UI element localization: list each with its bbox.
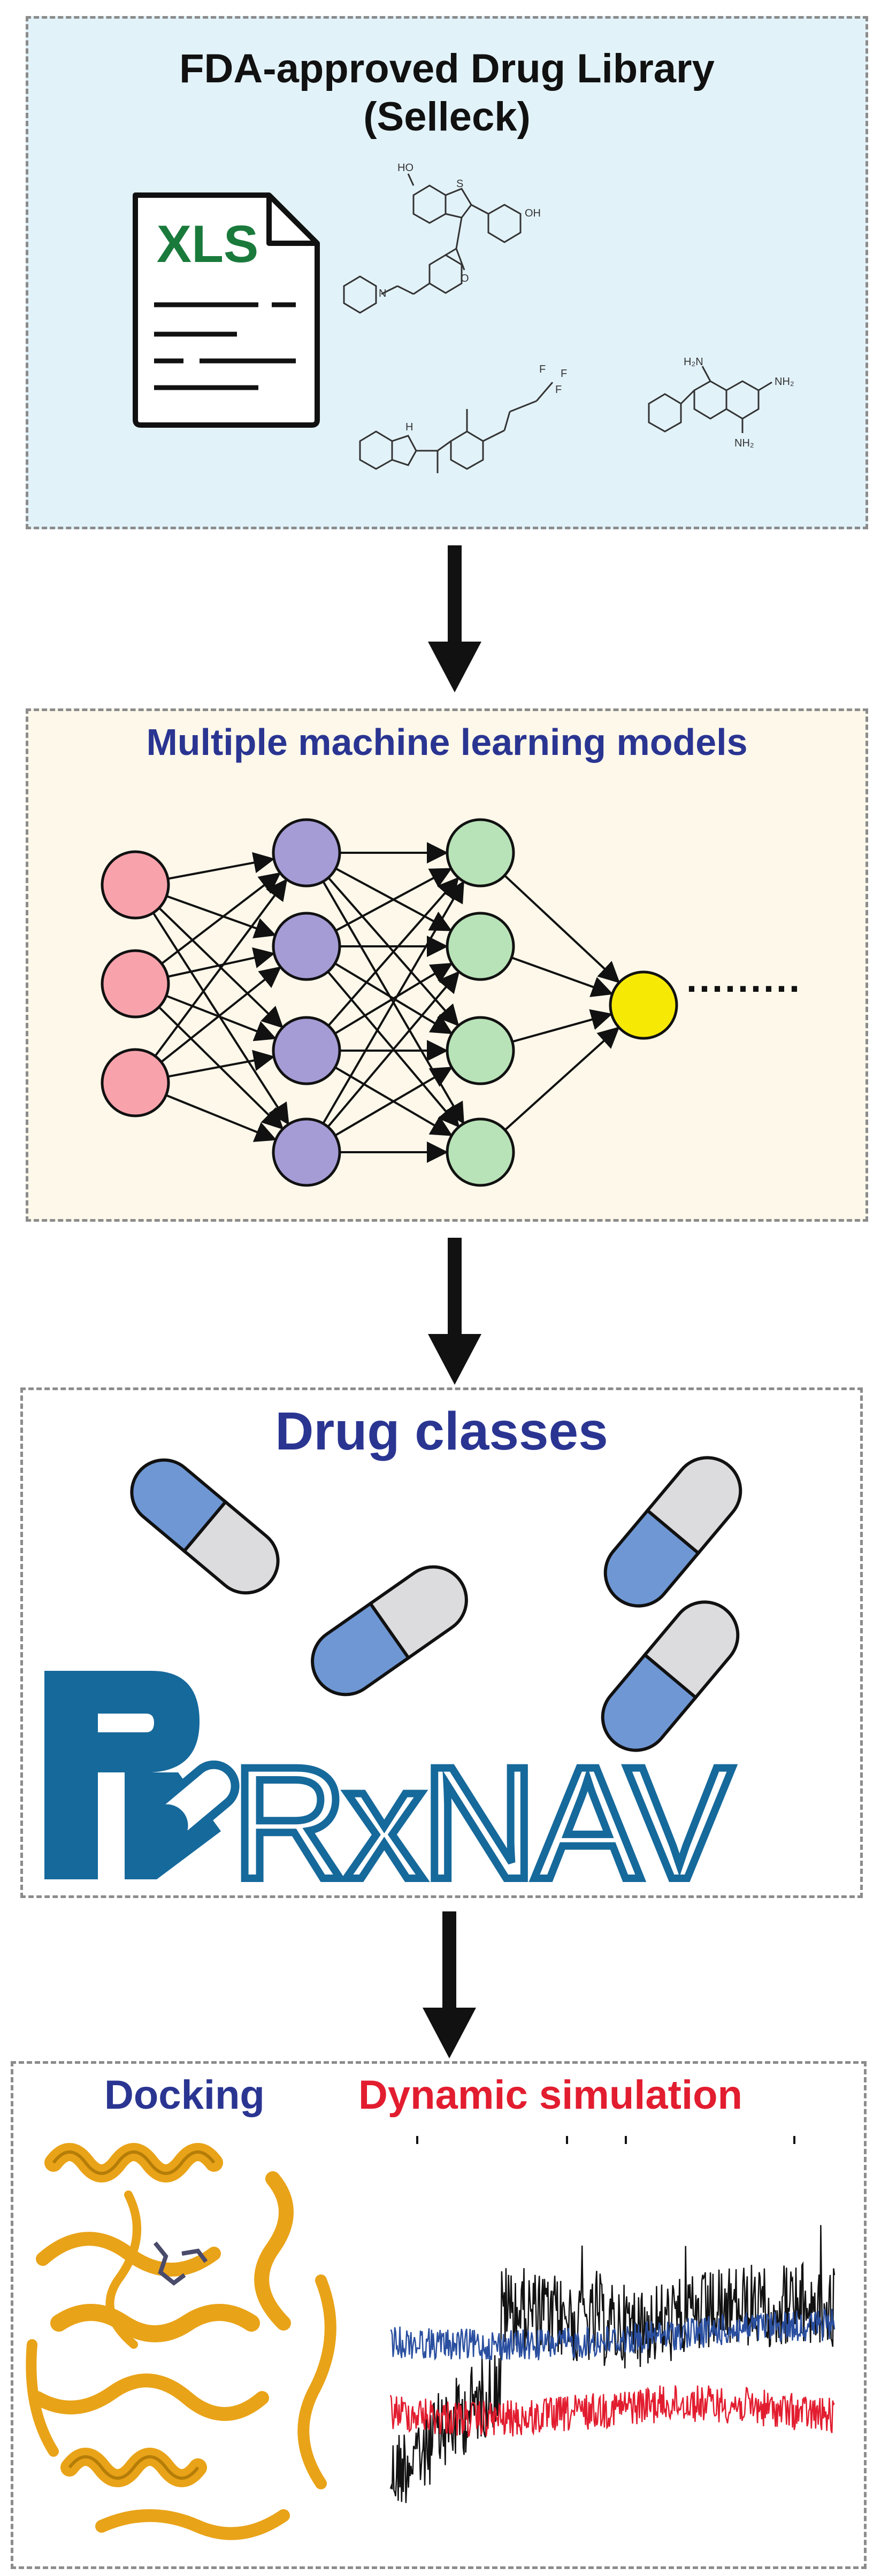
neural-network-diagram [101, 818, 678, 1187]
pill-4 [601, 1600, 740, 1752]
chem-n-label: N [379, 288, 386, 299]
nn-edge [161, 872, 281, 965]
classes-panel: Drug classes RxNAV [20, 1387, 863, 1916]
nn-edge [511, 957, 614, 997]
xls-label: XLS [157, 214, 259, 273]
flow-arrow-2 [428, 1238, 481, 1385]
chem-oh-label: OH [525, 207, 541, 219]
nn-node-layer2-1 [272, 818, 341, 888]
nn-edge [327, 970, 460, 1128]
pill-3 [603, 1456, 742, 1608]
docking-label: Docking [104, 2072, 265, 2118]
nn-node-layer3-4 [446, 1117, 515, 1187]
nn-edge [165, 1094, 277, 1142]
chem-f3-label: F [555, 384, 562, 396]
nn-edge [327, 971, 460, 1128]
nn-edge [503, 874, 620, 984]
nn-edge [334, 962, 453, 1035]
nn-edge [167, 947, 275, 978]
flow-arrow-1 [428, 545, 481, 692]
nn-node-layer4-1 [609, 970, 678, 1040]
nn-node-layer1-3 [101, 1048, 170, 1117]
nn-edge [335, 868, 453, 932]
trace-red [389, 2385, 835, 2438]
nn-node-layer3-1 [446, 818, 515, 888]
chem-nh-label: H [405, 421, 413, 433]
xls-file-icon: XLS [133, 192, 320, 428]
nn-edge [322, 880, 464, 1124]
nn-edge [334, 962, 453, 1035]
rxnav-logo: RxNAV [44, 1671, 741, 1916]
chem-nh2-a-label: H₂N [684, 356, 703, 368]
nn-node-layer3-2 [446, 912, 515, 981]
md-trajectory-plot [389, 2136, 836, 2503]
nn-edge [335, 867, 453, 931]
nn-edge [334, 1066, 453, 1136]
nn-edge [166, 895, 277, 939]
chem-o-label: O [461, 273, 469, 284]
chem-s-label: S [456, 178, 463, 190]
trace-black [389, 2225, 836, 2503]
chem-f2-label: F [561, 368, 567, 380]
nn-node-layer1-1 [101, 850, 170, 920]
pill-1 [130, 1458, 280, 1595]
flow-arrow-3 [423, 1911, 476, 2058]
library-panel: FDA-approved Drug Library (Selleck) XLS [26, 16, 868, 529]
nn-edge [504, 1027, 620, 1131]
chem-ho-label: HO [397, 162, 413, 174]
pills-group [130, 1456, 742, 1752]
ml-ellipsis: ......... [686, 958, 802, 1000]
chem-nh2-b-label: NH₂ [775, 376, 794, 388]
nn-edge [334, 1067, 453, 1137]
pill-2 [311, 1565, 468, 1696]
library-title-line1: FDA-approved Drug Library [179, 46, 715, 91]
library-title-line2: (Selleck) [363, 94, 531, 140]
simulation-panel: Docking Dynamic simulation [11, 2061, 867, 2569]
chem-f1-label: F [539, 364, 546, 375]
ml-title: Multiple machine learning models [146, 721, 748, 763]
nn-edge [322, 881, 464, 1125]
dynamic-simulation-label: Dynamic simulation [358, 2072, 742, 2118]
nn-node-layer2-4 [272, 1117, 341, 1187]
nn-edge [167, 852, 275, 880]
nn-edge [327, 877, 459, 1027]
rxnav-text: RxNAV [232, 1733, 734, 1912]
nn-node-layer2-2 [272, 912, 341, 981]
chem-nh2-c-label: NH₂ [734, 437, 754, 449]
nn-node-layer3-3 [446, 1016, 515, 1085]
nn-edge [167, 1050, 275, 1078]
classes-title: Drug classes [275, 1401, 608, 1461]
trace-blue [390, 2308, 836, 2361]
protein-structure-image [26, 2143, 336, 2540]
nn-edge [154, 878, 288, 1057]
nn-edge [160, 966, 282, 1063]
nn-edge [512, 1009, 613, 1043]
chemical-structures: HO OH S O N H F F F H₂N NH₂ NH₂ [343, 162, 794, 473]
nn-node-layer1-2 [101, 949, 170, 1019]
ml-panel: Multiple machine learning models .......… [26, 708, 868, 1222]
nn-node-layer2-3 [272, 1016, 341, 1085]
nn-edge [158, 907, 284, 1029]
